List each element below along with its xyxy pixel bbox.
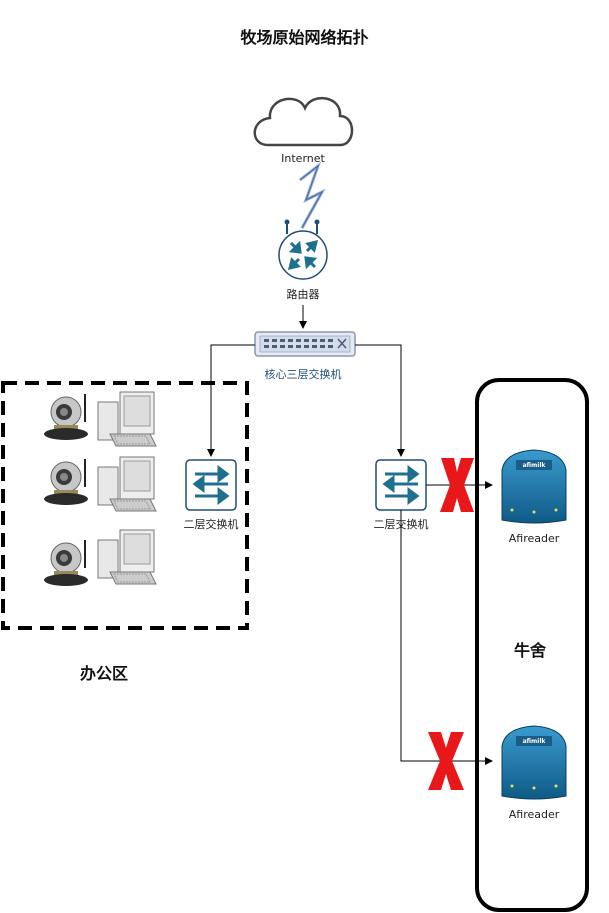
reader-2-label: Afireader (508, 808, 560, 821)
barn-switch-icon (375, 459, 427, 511)
disconnect-cross-2 (428, 732, 464, 790)
office-zone-label: 办公区 (80, 664, 129, 683)
camera-icon (44, 459, 88, 505)
computer-icon (97, 391, 157, 447)
cloud-icon (253, 96, 354, 147)
disconnect-cross-1 (440, 458, 474, 512)
barn-switch-label: 二层交换机 (373, 518, 429, 531)
office-zone-box (1, 381, 249, 630)
reader2-brand: afimilk (523, 738, 547, 745)
camera-icon (44, 540, 88, 586)
camera-icon (44, 394, 88, 440)
office-switch-label: 二层交换机 (183, 518, 239, 531)
barn-zone-label: 牛舍 (514, 641, 547, 660)
reader1-brand: afimilk (523, 462, 547, 469)
barn-zone-box (475, 378, 589, 912)
diagram-title: 牧场原始网络拓扑 (240, 28, 369, 47)
computer-icon (97, 456, 157, 512)
afireader-device-2: afimilk (501, 725, 567, 800)
internet-label: Internet (281, 152, 325, 165)
reader-1-label: Afireader (508, 532, 560, 545)
afireader-device-1: afimilk (501, 449, 567, 524)
computer-icon (97, 529, 157, 585)
core-switch-icon (254, 331, 356, 357)
core-switch-label: 核心三层交换机 (264, 368, 342, 381)
router-icon (278, 219, 328, 280)
lightning-link (299, 161, 326, 229)
office-switch-icon (185, 459, 237, 511)
router-label: 路由器 (286, 288, 320, 301)
